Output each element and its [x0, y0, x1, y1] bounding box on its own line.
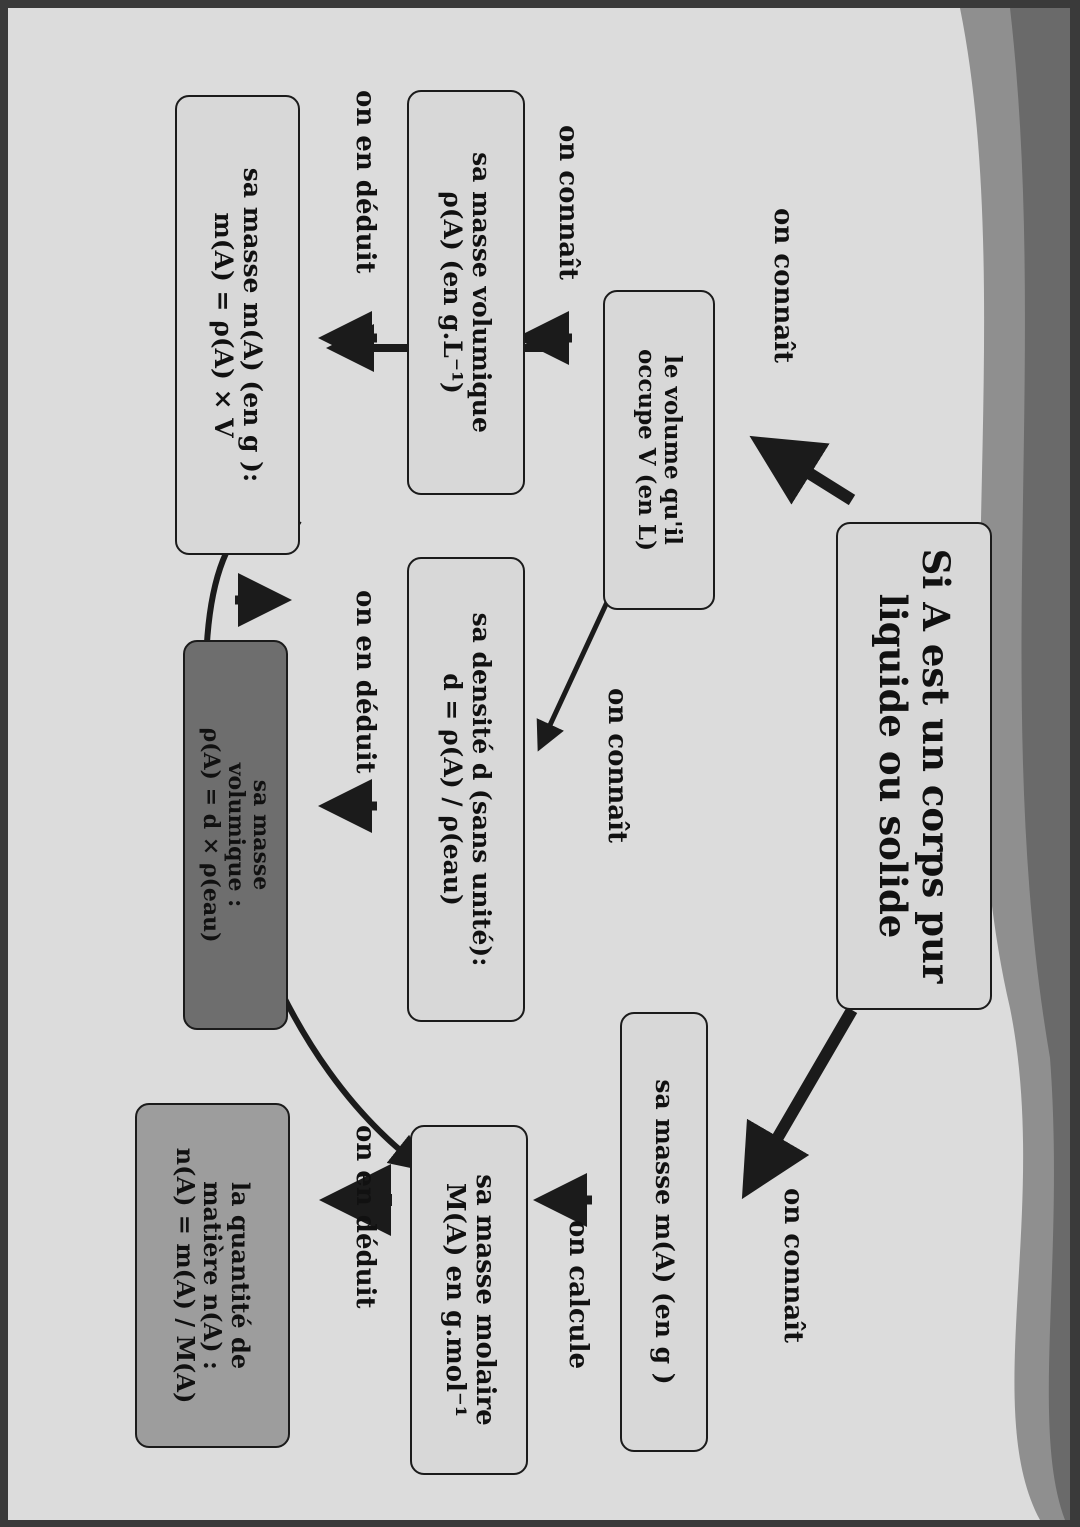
label-on-connait-top-left: on connaît [768, 208, 798, 364]
arrow-title-to-volume [749, 435, 856, 506]
title-box: Si A est un corps pur liquide ou solide [836, 522, 992, 1010]
masse-volumique-deduite-box: sa masse volumique : ρ(A) = d × ρ(eau) [183, 640, 288, 1030]
decorative-wave-band [960, 8, 1070, 1520]
masse-vol-deduite-line-2: volumique : [223, 762, 250, 908]
masse-vol-deduite-line-1: sa masse [248, 779, 275, 891]
volume-line-2: occupe V (en L) [633, 349, 660, 551]
masse-line-1: sa masse m(A) (en g ): [238, 167, 268, 483]
title-line-1: Si A est un corps pur [913, 548, 958, 984]
volume-box: le volume qu'il occupe V (en L) [603, 290, 715, 610]
masse-g-line-1: sa masse m(A) (en g ) [650, 1079, 680, 1385]
quantite-line-1: la quantité de [225, 1181, 255, 1370]
quantite-line-3: n(A) = m(A) / M(A) [170, 1147, 200, 1404]
masse-volumique-line-2: ρ(A) (en g.L⁻¹) [438, 191, 467, 394]
label-on-calcule: on calcule [563, 1220, 593, 1370]
masse-molaire-line-1: sa masse molaire [469, 1174, 500, 1426]
masse-molaire-box: sa masse molaire M(A) en g.mol⁻¹ [410, 1125, 528, 1475]
quantite-line-2: matière n(A) : [198, 1181, 228, 1370]
densite-line-1: sa densité d (sans unité): [466, 612, 496, 967]
label-on-en-deduit-left: on en déduit [350, 90, 380, 274]
label-on-en-deduit-middle: on en déduit [350, 590, 380, 774]
densite-box: sa densité d (sans unité): d = ρ(A) / ρ(… [407, 557, 525, 1022]
masse-g-box: sa masse m(A) (en g ) [620, 1012, 708, 1452]
masse-vol-deduite-line-3: ρ(A) = d × ρ(eau) [197, 727, 224, 943]
masse-box: sa masse m(A) (en g ): m(A) = ρ(A) × V [175, 95, 300, 555]
masse-volumique-line-1: sa masse volumique [466, 152, 496, 433]
label-on-en-deduit-right: on en déduit [350, 1125, 380, 1309]
masse-volumique-box: sa masse volumique ρ(A) (en g.L⁻¹) [407, 90, 525, 495]
quantite-matiere-box: la quantité de matière n(A) : n(A) = m(A… [135, 1103, 290, 1448]
volume-line-1: le volume qu'il [659, 355, 687, 545]
masse-line-2: m(A) = ρ(A) × V [209, 212, 239, 438]
arrow-volume-to-densite [536, 598, 611, 752]
label-on-connait-left: on connaît [553, 125, 583, 281]
densite-line-2: d = ρ(A) / ρ(eau) [438, 673, 467, 906]
title-line-2: liquide ou solide [871, 593, 915, 939]
masse-molaire-line-2: M(A) en g.mol⁻¹ [440, 1182, 470, 1418]
arrow-title-to-masse-g [741, 1006, 858, 1200]
label-on-connait-middle: on connaît [602, 688, 632, 844]
label-on-connait-right: on connaît [778, 1188, 808, 1344]
